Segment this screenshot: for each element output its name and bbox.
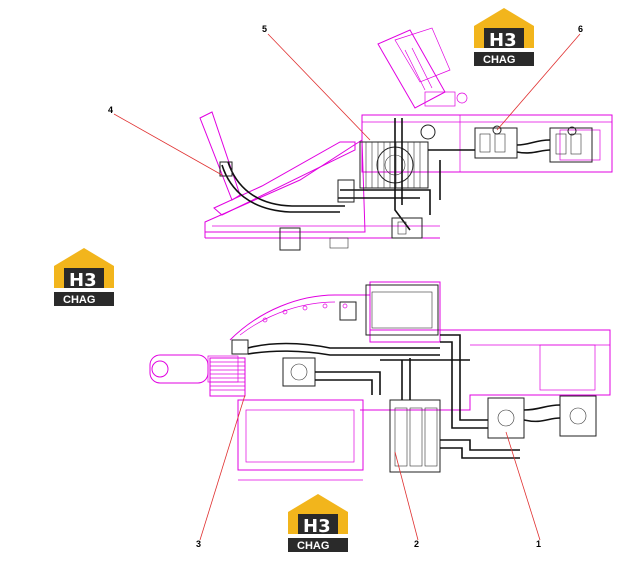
callout-5: 5 (262, 24, 267, 34)
callout-3: 3 (196, 539, 201, 549)
svg-text:H3: H3 (303, 516, 331, 537)
callout-4: 4 (108, 105, 113, 115)
logo-watermark-left: H3 CHAG (54, 248, 114, 306)
callout-2: 2 (414, 539, 419, 549)
logo-watermark-bottom: H3 CHAG (288, 494, 348, 552)
leader-lines (113, 33, 581, 541)
side-view-assembly (199, 27, 613, 251)
plan-view-assembly (149, 281, 611, 481)
callout-1: 1 (536, 539, 541, 549)
svg-text:CHAG: CHAG (483, 54, 515, 66)
logo-watermark-top-right: H3 CHAG (474, 8, 534, 66)
svg-text:H3: H3 (69, 270, 97, 291)
svg-text:CHAG: CHAG (63, 294, 95, 306)
svg-text:CHAG: CHAG (297, 540, 329, 552)
callout-6: 6 (578, 24, 583, 34)
svg-text:H3: H3 (489, 30, 517, 51)
